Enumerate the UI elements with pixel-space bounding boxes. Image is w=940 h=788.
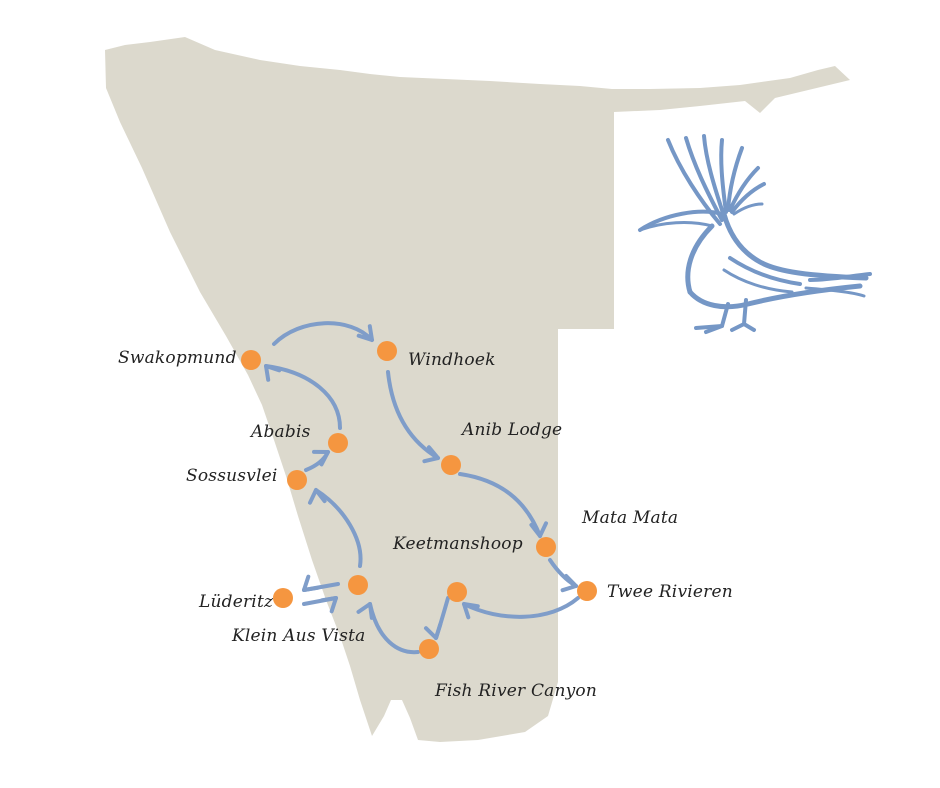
stop-label: Klein Aus Vista (231, 626, 365, 646)
arrowhead-1 (356, 324, 374, 342)
arrowhead-6 (424, 622, 443, 640)
arrowhead-5 (462, 602, 480, 620)
stop-twee-rivieren: Twee Rivieren (577, 581, 733, 602)
stop-sossusvlei: Sossusvlei (186, 466, 307, 490)
arrowhead-4 (560, 574, 578, 593)
stop-marker (328, 433, 348, 453)
stop-anib-lodge: Anib Lodge (441, 420, 562, 475)
stop-swakopmund: Swakopmund (118, 348, 261, 370)
stop-keetmanshoop: Keetmanshoop (392, 534, 523, 602)
stop-marker (447, 582, 467, 602)
stop-label: Anib Lodge (460, 420, 562, 440)
stop-fish-river-canyon: Fish River Canyon (419, 639, 597, 701)
arrowhead-12 (264, 364, 282, 382)
route-arrow-5 (462, 596, 580, 619)
stop-marker (241, 350, 261, 370)
arrowhead-10 (308, 488, 327, 505)
stop-marker (377, 341, 397, 361)
route-arrow-1 (272, 321, 374, 346)
stop-label: Windhoek (408, 350, 496, 370)
stop-klein-aus-vista: Klein Aus Vista (231, 575, 368, 646)
arrowhead-3 (529, 521, 548, 538)
stop-windhoek: Windhoek (377, 341, 496, 370)
country-outline (105, 37, 850, 742)
stop-luderitz: Lüderitz (198, 588, 293, 612)
arrowhead-11 (312, 449, 330, 467)
route-arrow-2 (386, 370, 440, 460)
route-arrow-3 (458, 472, 542, 538)
arrowhead-7 (356, 602, 374, 620)
arrowhead-8 (302, 574, 320, 592)
route-arrow-10 (314, 488, 363, 568)
stop-label: Ababis (249, 422, 311, 442)
stop-label: Twee Rivieren (607, 582, 733, 602)
stop-mata-mata: Mata Mata (536, 508, 678, 557)
stop-ababis: Ababis (249, 422, 348, 453)
arrowhead-9 (320, 596, 338, 614)
route-arrows (264, 321, 580, 655)
stop-label: Mata Mata (581, 508, 678, 528)
stop-marker (441, 455, 461, 475)
hoopoe-bird-icon (638, 134, 872, 334)
stop-label: Fish River Canyon (434, 681, 597, 701)
stop-label: Sossusvlei (186, 466, 278, 486)
arrowhead-2 (422, 445, 440, 464)
stop-label: Swakopmund (118, 348, 237, 368)
stop-label: Lüderitz (198, 592, 274, 612)
stop-marker (273, 588, 293, 608)
stop-marker (287, 470, 307, 490)
stop-marker (577, 581, 597, 601)
stop-marker (536, 537, 556, 557)
stop-label: Keetmanshoop (392, 534, 523, 554)
stop-marker (348, 575, 368, 595)
stop-marker (419, 639, 439, 659)
